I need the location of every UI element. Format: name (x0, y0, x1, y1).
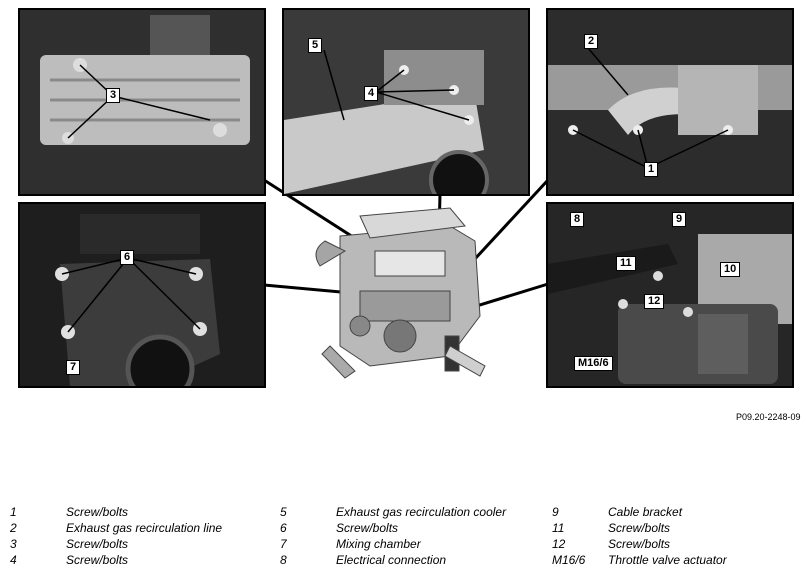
photo-panel-egr-cooler-bolts: 3 (18, 8, 266, 196)
legend-item: 9 Cable bracket (552, 504, 727, 520)
photo-mixing-chamber (20, 204, 264, 386)
legend-item: 1 Screw/bolts (10, 504, 222, 520)
callout-2: 2 (584, 34, 599, 49)
callout-8: 8 (570, 212, 585, 227)
photo-panel-throttle-valve: 8 9 11 10 12 M16/6 (546, 202, 794, 388)
legend-label: Screw/bolts (608, 521, 671, 535)
callout-5: 5 (308, 38, 323, 53)
reference-code: P09.20-2248-09 (736, 412, 801, 422)
callout-4: 4 (364, 86, 379, 101)
legend-number: 12 (552, 537, 566, 551)
legend-item: M16/6 Throttle valve actuator (552, 552, 727, 568)
legend-number: 11 (552, 521, 565, 535)
legend-number: M16/6 (552, 553, 586, 567)
legend-label: Throttle valve actuator (608, 553, 727, 567)
legend-number: 5 (280, 505, 287, 519)
legend-label: Screw/bolts (66, 537, 129, 551)
callout-7: 7 (66, 360, 81, 375)
legend-item: 8 Electrical connection (280, 552, 506, 568)
legend-label: Screw/bolts (66, 553, 129, 567)
legend-item: 11 Screw/bolts (552, 520, 727, 536)
photo-panel-egr-cooler: 5 4 (282, 8, 530, 196)
legend-item: 3 Screw/bolts (10, 536, 222, 552)
legend-number: 3 (10, 537, 17, 551)
photo-panel-egr-line: 2 1 (546, 8, 794, 196)
legend-number: 8 (280, 553, 287, 567)
photo-panel-mixing-chamber: 6 7 (18, 202, 266, 388)
legend-item: 2 Exhaust gas recirculation line (10, 520, 222, 536)
photo-egr-cooler-front (284, 10, 528, 194)
legend-column-2: 5 Exhaust gas recirculation cooler 6 Screw… (280, 504, 506, 568)
legend-label: Electrical connection (336, 553, 447, 567)
legend-number: 9 (552, 505, 559, 519)
callout-6: 6 (120, 250, 135, 265)
legend-label: Screw/bolts (66, 505, 129, 519)
callout-m16-6: M16/6 (574, 356, 613, 371)
legend-item: 12 Screw/bolts (552, 536, 727, 552)
legend-item: 5 Exhaust gas recirculation cooler (280, 504, 506, 520)
legend-label: Exhaust gas recirculation cooler (336, 505, 507, 519)
legend-item: 7 Mixing chamber (280, 536, 506, 552)
legend-label: Exhaust gas recirculation line (66, 521, 223, 535)
legend-number: 1 (10, 505, 17, 519)
legend-label: Cable bracket (608, 505, 683, 519)
legend-item: 4 Screw/bolts (10, 552, 222, 568)
callout-1: 1 (644, 162, 659, 177)
legend-label: Mixing chamber (336, 537, 421, 551)
photo-throttle-valve (548, 204, 792, 386)
callout-11: 11 (616, 256, 636, 271)
photo-egr-cooler (20, 10, 264, 194)
callout-3: 3 (106, 88, 121, 103)
legend-number: 4 (10, 553, 17, 567)
callout-10: 10 (720, 262, 741, 277)
engine-illustration (315, 207, 486, 379)
legend-number: 6 (280, 521, 287, 535)
legend-item: 6 Screw/bolts (280, 520, 506, 536)
legend-number: 2 (10, 521, 17, 535)
legend-label: Screw/bolts (336, 521, 399, 535)
legend-number: 7 (280, 537, 287, 551)
callout-12: 12 (644, 294, 665, 309)
callout-9: 9 (672, 212, 687, 227)
legend-label: Screw/bolts (608, 537, 671, 551)
